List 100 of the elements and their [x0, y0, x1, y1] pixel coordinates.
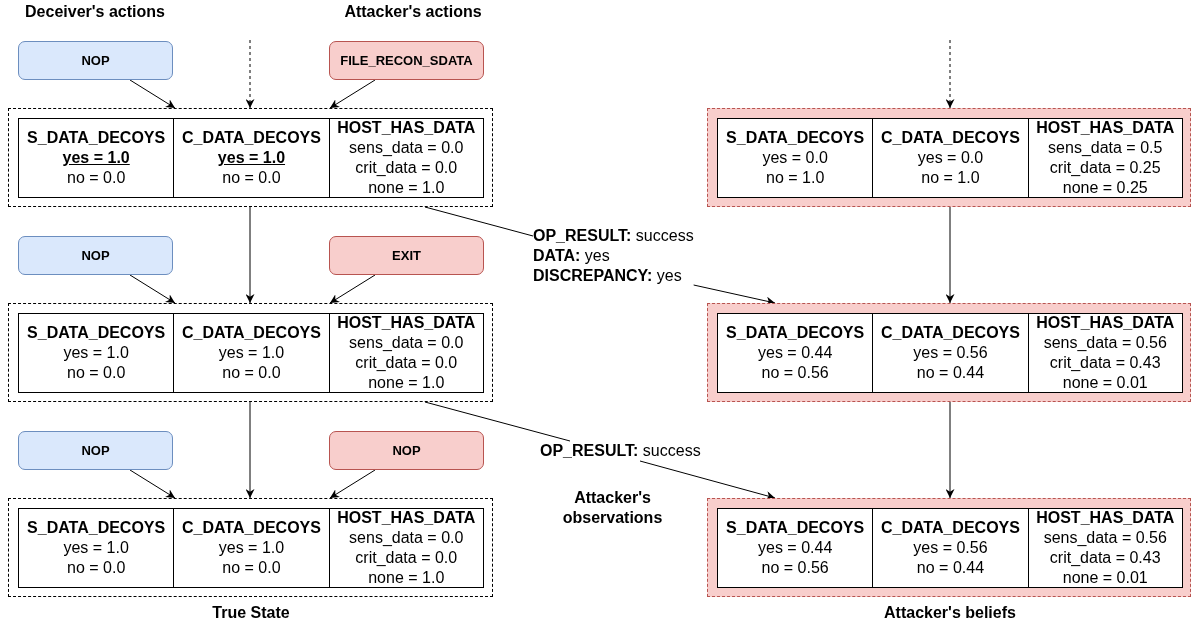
probability-value: yes = 0.56	[912, 538, 989, 558]
probability-value: yes = 0.44	[757, 538, 834, 558]
arrow	[329, 274, 376, 304]
variable-name: C_DATA_DECOYS	[180, 518, 322, 538]
arrow	[329, 79, 376, 109]
arrow	[329, 469, 376, 499]
variable-name: C_DATA_DECOYS	[180, 128, 322, 148]
variable-name: C_DATA_DECOYS	[879, 518, 1021, 538]
variable-name: C_DATA_DECOYS	[879, 128, 1021, 148]
variable-table-column	[717, 508, 874, 588]
arrow	[945, 206, 955, 304]
probability-value: sens_data = 0.0	[348, 138, 465, 158]
probability-value: sens_data = 0.0	[348, 333, 465, 353]
probability-value: yes = 1.0	[217, 538, 286, 558]
probability-value: no = 0.0	[66, 168, 127, 188]
probability-value: yes = 0.56	[912, 343, 989, 363]
probability-value: crit_data = 0.0	[354, 158, 459, 178]
variable-table-column	[1027, 313, 1183, 393]
arrow	[245, 39, 255, 109]
variable-name: S_DATA_DECOYS	[725, 323, 866, 343]
probability-value: no = 0.44	[915, 558, 986, 578]
variable-name: S_DATA_DECOYS	[26, 128, 167, 148]
connector-line	[424, 401, 571, 442]
variable-table-column	[717, 118, 874, 198]
arrow	[945, 39, 955, 109]
probability-value: no = 0.56	[760, 363, 830, 383]
variable-name: HOST_HAS_DATA	[336, 313, 477, 333]
variable-table-column	[173, 313, 330, 393]
probability-value: none = 1.0	[367, 373, 446, 393]
probability-value: crit_data = 0.0	[354, 353, 459, 373]
probability-value: yes = 0.0	[761, 148, 829, 168]
probability-value: crit_data = 0.43	[1048, 548, 1162, 568]
observation-text: DISCREPANCY: yes	[533, 266, 682, 286]
variable-name: HOST_HAS_DATA	[336, 118, 477, 138]
probability-value: yes = 0.0	[916, 148, 985, 168]
belief-frame	[707, 498, 1191, 597]
probability-value: none = 0.25	[1061, 178, 1149, 198]
probability-value: none = 1.0	[367, 178, 446, 198]
probability-value: no = 0.0	[221, 363, 282, 383]
variable-name: S_DATA_DECOYS	[725, 518, 866, 538]
state-frame	[8, 498, 493, 597]
variable-table-column	[872, 118, 1029, 198]
action-box: NOP	[18, 236, 173, 275]
probability-value: no = 0.56	[760, 558, 830, 578]
probability-value: sens_data = 0.5	[1047, 138, 1164, 158]
variable-table-column	[18, 118, 175, 198]
variable-table-column	[328, 508, 484, 588]
probability-value: none = 0.01	[1061, 568, 1149, 588]
observation-text: OP_RESULT: success	[540, 441, 701, 461]
variable-table-column	[1027, 508, 1183, 588]
probability-value: no = 0.0	[66, 363, 127, 383]
probability-value: yes = 1.0	[62, 538, 130, 558]
variable-table-column	[328, 118, 484, 198]
variable-name: C_DATA_DECOYS	[879, 323, 1021, 343]
arrow	[129, 79, 176, 109]
variable-table-column	[872, 508, 1029, 588]
variable-name: C_DATA_DECOYS	[180, 323, 322, 343]
variable-table-column	[18, 313, 175, 393]
arrow	[639, 460, 776, 500]
action-box: NOP	[18, 431, 173, 470]
probability-value: no = 1.0	[765, 168, 826, 188]
probability-value: crit_data = 0.43	[1048, 353, 1162, 373]
observation-text: DATA: yes	[533, 246, 610, 266]
section-label: Attacker's observations	[561, 488, 664, 528]
arrow	[945, 401, 955, 499]
variable-name: HOST_HAS_DATA	[1035, 118, 1176, 138]
arrow	[129, 274, 176, 304]
variable-table-column	[173, 508, 330, 588]
probability-value: yes = 1.0	[61, 148, 131, 168]
probability-value: no = 0.0	[66, 558, 127, 578]
arrow	[129, 469, 176, 499]
state-frame	[8, 108, 493, 207]
action-box: EXIT	[329, 236, 484, 275]
probability-value: no = 0.0	[221, 558, 282, 578]
action-box: FILE_RECON_SDATA	[329, 41, 484, 80]
probability-value: none = 1.0	[367, 568, 446, 588]
probability-value: yes = 0.44	[757, 343, 834, 363]
column-heading: Attacker's actions	[343, 2, 483, 22]
variable-table-column	[717, 313, 874, 393]
probability-value: none = 0.01	[1061, 373, 1149, 393]
column-heading: Attacker's beliefs	[883, 603, 1017, 623]
variable-table-column	[18, 508, 175, 588]
arrow	[245, 206, 255, 304]
probability-value: no = 1.0	[920, 168, 981, 188]
state-frame	[8, 303, 493, 402]
column-heading: True State	[211, 603, 291, 623]
probability-value: sens_data = 0.0	[348, 528, 465, 548]
variable-name: HOST_HAS_DATA	[1035, 313, 1176, 333]
observation-text: OP_RESULT: success	[533, 226, 694, 246]
probability-value: yes = 1.0	[217, 343, 286, 363]
probability-value: crit_data = 0.0	[354, 548, 459, 568]
action-box: NOP	[18, 41, 173, 80]
variable-table-column	[1027, 118, 1183, 198]
probability-value: sens_data = 0.56	[1042, 333, 1168, 353]
variable-table-column	[173, 118, 330, 198]
belief-frame	[707, 303, 1191, 402]
probability-value: yes = 1.0	[62, 343, 130, 363]
probability-value: sens_data = 0.56	[1042, 528, 1168, 548]
probability-value: no = 0.44	[915, 363, 986, 383]
action-box: NOP	[329, 431, 484, 470]
